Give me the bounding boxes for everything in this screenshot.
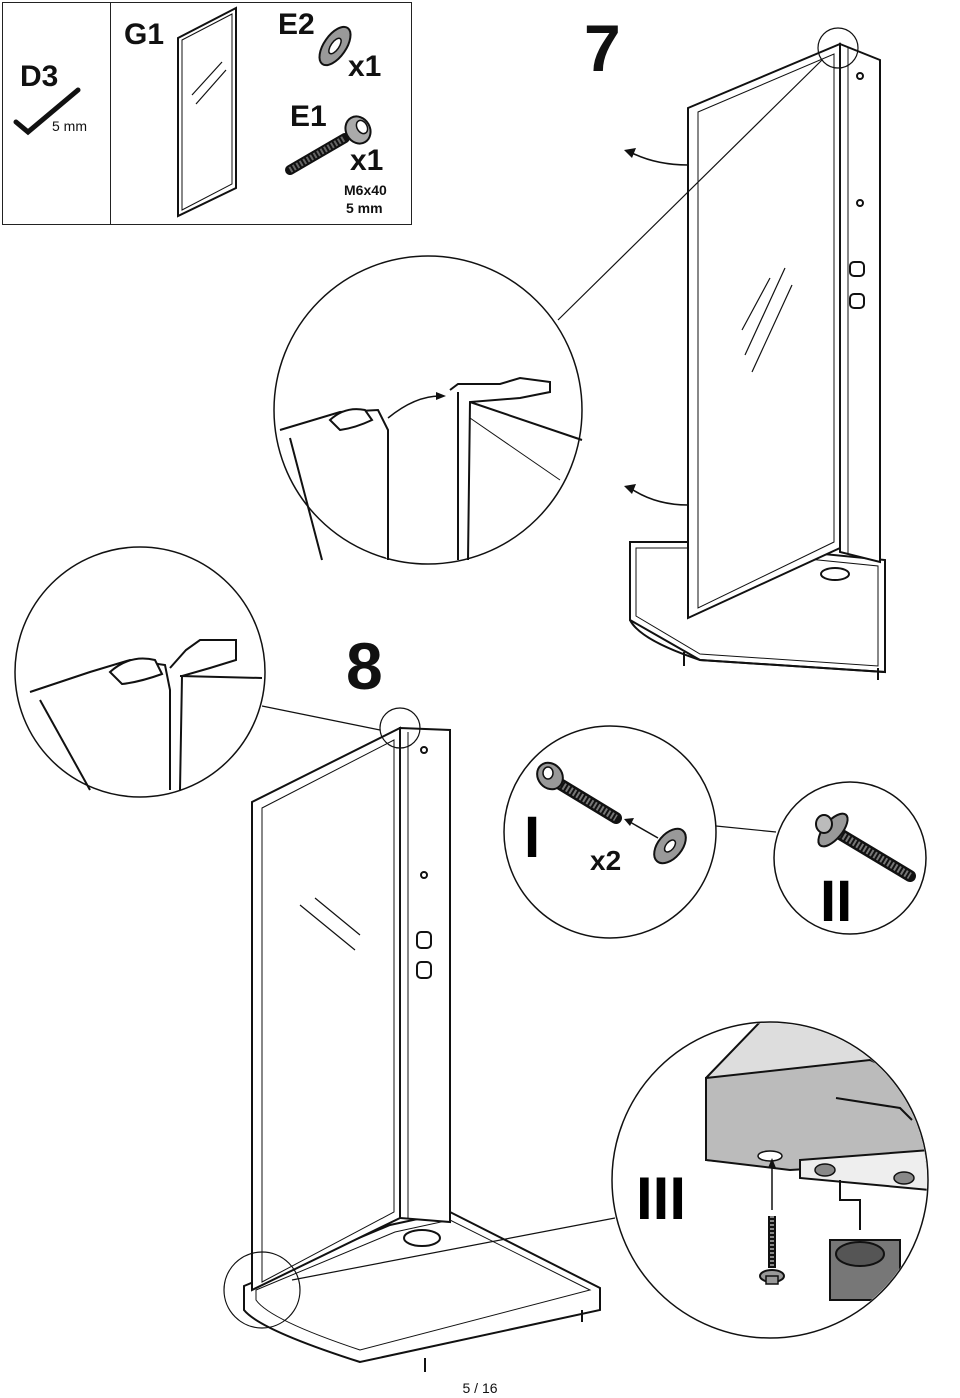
drain-icon <box>403 1229 441 1247</box>
page-number: 5 / 16 <box>462 1380 498 1396</box>
bolt-icon <box>285 115 372 175</box>
detail-I-qty: x2 <box>590 845 622 876</box>
washer-icon <box>318 25 352 67</box>
parts-divider <box>110 2 111 225</box>
glass-panel-icon <box>177 6 237 218</box>
part-d3-label: D3 <box>20 60 59 93</box>
part-e1-label: E1 <box>290 100 327 133</box>
profile-joint-8 <box>29 639 263 791</box>
bolt-icon <box>759 1216 785 1285</box>
part-d3-size: 5 mm <box>52 118 87 134</box>
detail-I-label: I <box>524 805 541 870</box>
part-e2-qty: x1 <box>348 50 382 83</box>
bolt-icon <box>815 812 916 882</box>
hex-key-icon <box>13 87 81 136</box>
part-g1-label: G1 <box>124 18 165 51</box>
step-8-number: 8 <box>346 629 383 703</box>
parts-box <box>2 2 412 225</box>
washer-icon <box>653 827 687 865</box>
part-e2-label: E2 <box>278 8 315 41</box>
part-e1-qty: x1 <box>350 144 384 177</box>
step-7-number: 7 <box>584 11 621 85</box>
bolt-icon <box>536 761 622 824</box>
detail-II-zoom <box>773 781 927 935</box>
detail-III-label: III <box>636 1165 687 1232</box>
detail-II-label: II <box>820 869 853 934</box>
part-e1-spec: M6x40 <box>344 182 387 198</box>
profile-joint-7 <box>279 376 583 561</box>
part-e1-tool: 5 mm <box>346 200 383 216</box>
drain-icon <box>820 567 850 581</box>
